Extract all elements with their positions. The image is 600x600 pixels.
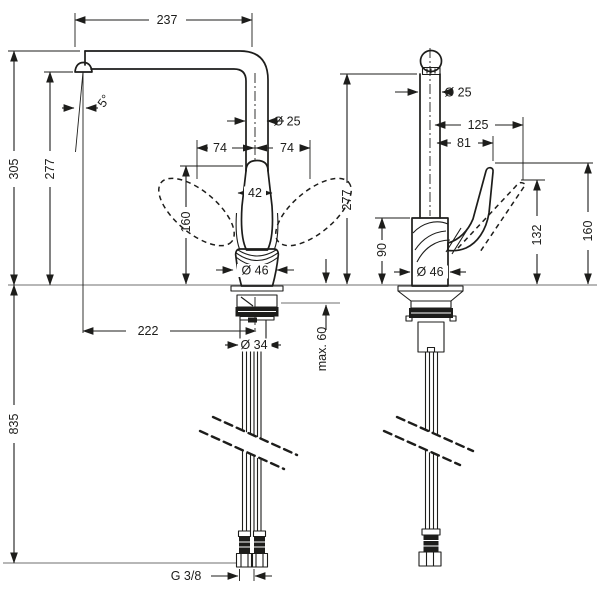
dim-pipe-diameter-front-label: Ø 25 xyxy=(273,115,300,129)
spout-outer-edge xyxy=(84,50,269,172)
dim-pipe-diameter-front: Ø 25 xyxy=(227,115,301,129)
dim-max-counter-thickness: max. 60 xyxy=(315,259,330,372)
underdeck-detail-line xyxy=(240,296,254,307)
dim-total-height: 305 xyxy=(7,50,80,286)
side-view: Ø 25 125 81 277 xyxy=(315,48,595,567)
aerator-side xyxy=(421,66,441,76)
dim-lever-reach-label: 81 xyxy=(457,136,471,150)
hose-connector-side xyxy=(418,528,442,567)
cartridge-curve-3 xyxy=(416,239,451,263)
dim-body-height-label: 90 xyxy=(375,243,389,257)
spout-inner-edge xyxy=(90,68,247,172)
hose-connectors-front xyxy=(235,530,269,568)
dim-outlet-height-front: 277 xyxy=(43,71,73,286)
dim-lever-reach: 81 xyxy=(436,136,494,161)
dim-lever-raised-height-side: 160 xyxy=(495,162,595,285)
dim-spout-reach-label: 237 xyxy=(157,13,178,27)
base-flange-front xyxy=(230,285,284,292)
lever-band-2 xyxy=(451,229,468,255)
dim-outlet-height-side-label: 277 xyxy=(340,190,354,211)
dim-shank-diameter: Ø 34 xyxy=(225,338,281,352)
escutcheon-cone-side xyxy=(397,290,464,302)
dim-body-height: 90 xyxy=(375,217,410,285)
dim-lever-width: 42 xyxy=(237,186,273,200)
spout-end-circle xyxy=(419,49,443,73)
front-spout xyxy=(74,50,269,172)
dim-pipe-diameter-side: Ø 25 xyxy=(395,86,472,100)
dim-outlet-to-axis-label: 222 xyxy=(138,324,159,338)
base-arc-1 xyxy=(237,249,277,257)
nut-tab-left xyxy=(405,315,413,322)
shank-notch xyxy=(426,346,436,352)
dim-hose-length-label: 835 xyxy=(7,414,21,435)
lever-position-left xyxy=(158,177,235,247)
handle-socket-right xyxy=(273,212,279,250)
dim-spout-reach: 237 xyxy=(74,13,253,47)
dim-outlet-angle-label: 5° xyxy=(95,92,113,110)
side-dimensions: Ø 25 125 81 277 xyxy=(315,73,595,372)
dim-hose-length: 835 xyxy=(7,284,21,564)
dim-outlet-to-axis: 222 xyxy=(82,324,257,338)
dim-shank-diameter-label: Ø 34 xyxy=(240,338,267,352)
lever-band-1 xyxy=(445,227,462,253)
break-line-upper-side xyxy=(395,415,475,453)
base-arc-2 xyxy=(235,252,279,262)
lever-side-solid xyxy=(447,166,494,252)
front-view: 237 305 277 835 xyxy=(7,13,352,583)
dim-body-diameter-side: Ø 46 xyxy=(394,265,466,279)
dim-lever-tip-height-label: 132 xyxy=(530,225,544,246)
dim-pipe-diameter-side-label: Ø 25 xyxy=(444,86,471,100)
break-symbol-front xyxy=(198,415,299,471)
side-spout xyxy=(419,49,443,219)
side-body-lever xyxy=(411,166,527,287)
dim-max-counter-thickness-label: max. 60 xyxy=(315,327,329,372)
dim-outlet-angle: 5° xyxy=(62,71,113,333)
dim-body-diameter-side-label: Ø 46 xyxy=(416,265,443,279)
dim-lever-width-label: 42 xyxy=(248,186,262,200)
dim-body-diameter-front-label: Ø 46 xyxy=(241,264,268,278)
aerator-front xyxy=(74,61,93,73)
nut-tab-right xyxy=(449,315,457,322)
dim-outlet-height-side: 277 xyxy=(340,73,417,285)
dim-lever-height-front-label: 160 xyxy=(179,212,193,233)
shank-side xyxy=(417,321,445,353)
dim-lever-raised-height-side-label: 160 xyxy=(581,221,595,242)
side-underdeck xyxy=(382,285,475,567)
dim-total-height-label: 305 xyxy=(7,159,21,180)
lever-position-right xyxy=(275,177,352,247)
reference-lines xyxy=(3,284,597,564)
break-symbol-side xyxy=(382,415,475,467)
dim-connection-thread: G 3/8 xyxy=(171,569,272,583)
dim-lever-raised-reach-label: 125 xyxy=(468,118,489,132)
front-dimensions: 237 305 277 835 xyxy=(7,13,311,583)
break-line-lower-side xyxy=(382,429,462,467)
front-handle-body xyxy=(230,159,284,292)
cartridge-curve-1 xyxy=(412,221,449,234)
underdeck-body-side xyxy=(410,300,452,309)
dim-outlet-height-front-label: 277 xyxy=(43,159,57,180)
cartridge-curve-2 xyxy=(414,230,447,251)
dim-lever-tip-height: 132 xyxy=(521,179,545,285)
dim-lever-swing-right-label: 74 xyxy=(280,141,294,155)
lever-swing-dashed xyxy=(158,177,352,247)
break-line-upper xyxy=(211,415,299,457)
lever-handle-front xyxy=(240,159,274,251)
underdeck-body-front xyxy=(236,294,278,308)
dim-lever-raised-reach: 125 xyxy=(434,117,524,180)
dim-lever-swing: 74 74 xyxy=(196,140,311,179)
lever-side-raised-dashed xyxy=(457,181,527,253)
break-line-lower xyxy=(198,429,286,471)
dim-connection-thread-label: G 3/8 xyxy=(171,569,202,583)
dim-body-diameter-front: Ø 46 xyxy=(216,264,294,278)
dim-lever-height-front: 160 xyxy=(179,165,243,285)
handle-socket-left xyxy=(235,212,241,250)
dim-lever-swing-left-label: 74 xyxy=(213,141,227,155)
front-underdeck xyxy=(198,294,299,568)
